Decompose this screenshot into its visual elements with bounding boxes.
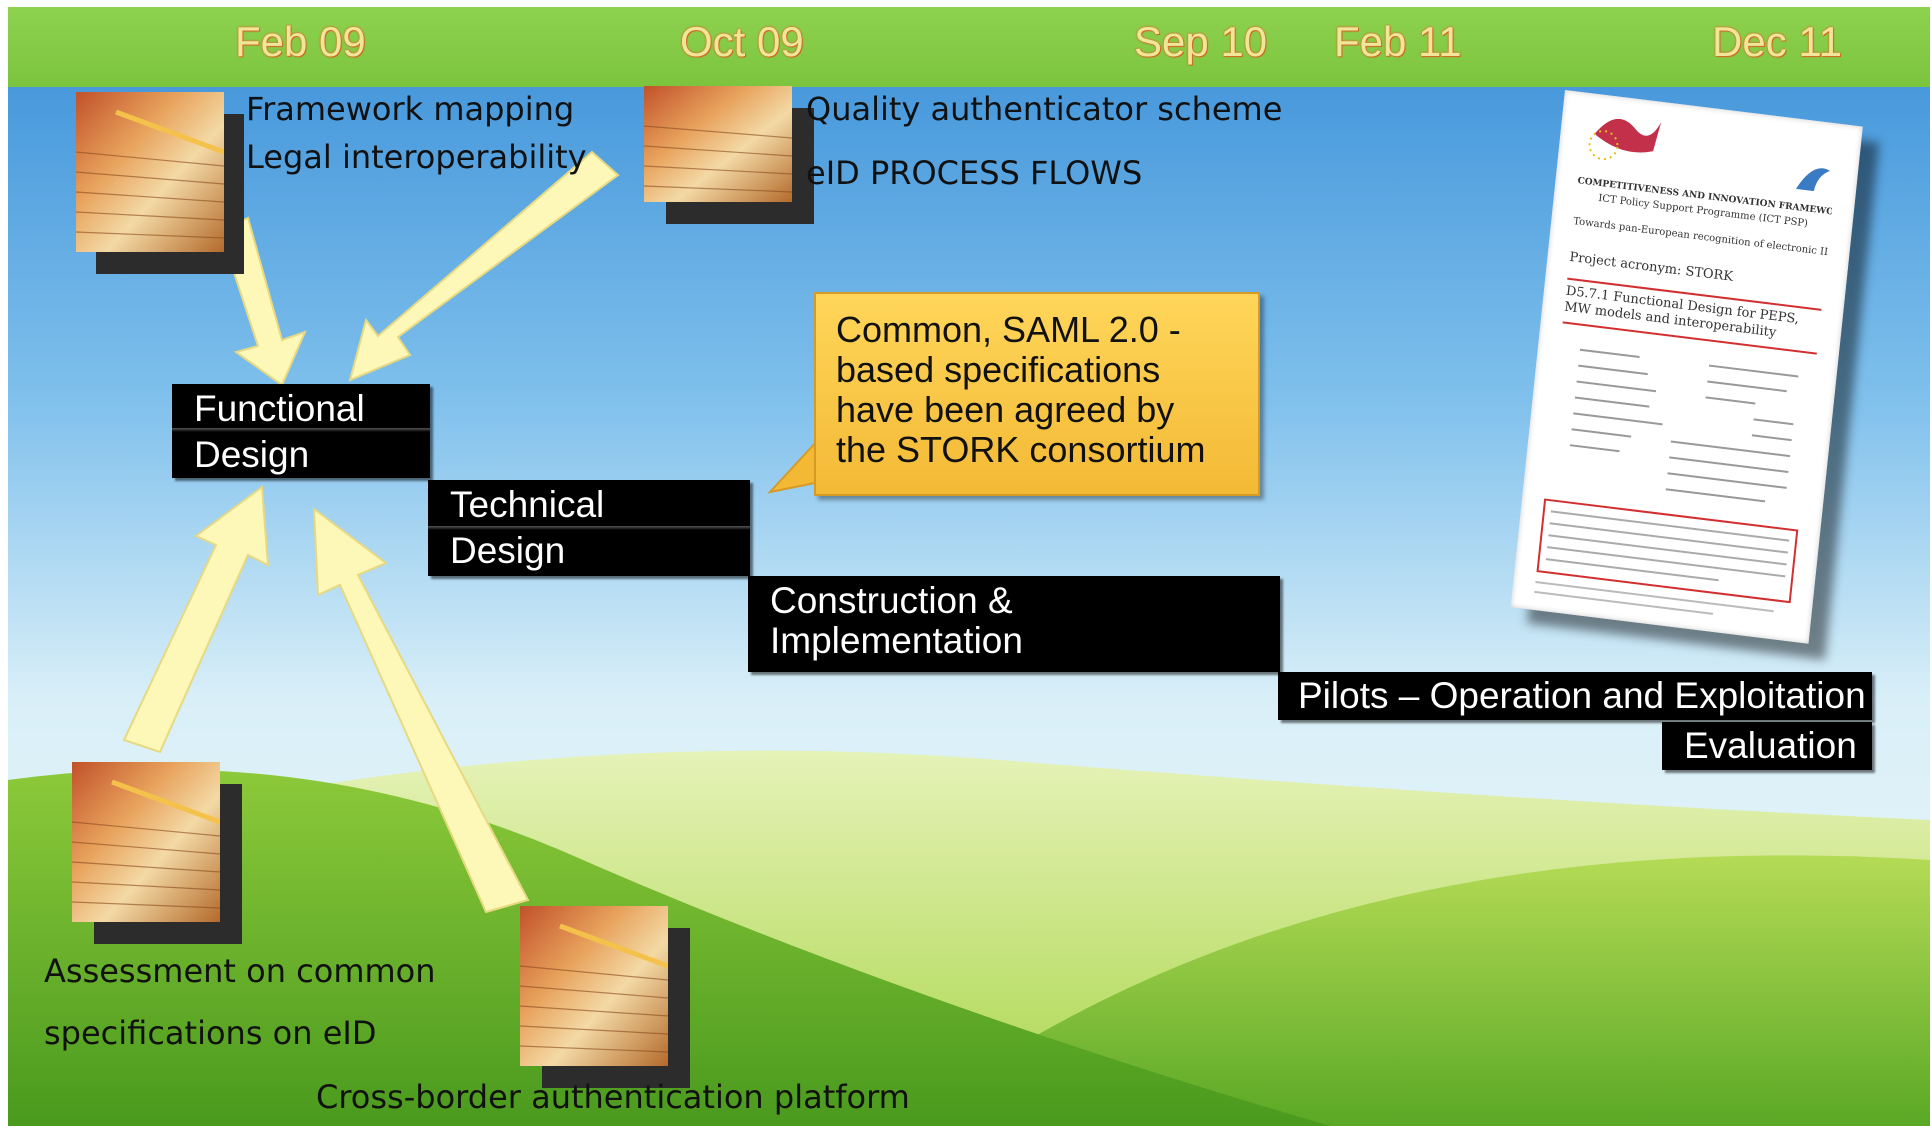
paper-stack-icon [72,762,242,944]
stage-divider [172,428,430,432]
report-table [1569,348,1799,503]
stage-evaluation: Evaluation [1662,722,1872,770]
stage-line: Pilots – Operation and Exploitation [1298,675,1866,716]
arrow-platform-to-functional [312,506,530,914]
stage-pilots: Pilots – Operation and Exploitation [1278,672,1872,720]
stage-line: Technical [450,484,605,525]
callout-text: Common, SAML 2.0 - based specifications … [836,310,1256,470]
callout-line: have been agreed by [836,389,1175,430]
stage-technical-design: Technical Design [428,480,750,576]
timeline-date: Oct 09 [680,18,804,65]
doc-assessment-line: Assessment on common [44,952,436,990]
paper-stack-icon [520,906,690,1088]
stork-logo-icon [1795,168,1830,192]
doc-assessment-line: specifications on eID [44,1014,377,1052]
timeline-date: Sep 10 [1134,18,1268,65]
stage-construction-implementation: Construction & Implementation [748,576,1280,672]
arrows [122,150,620,914]
doc-quality-line: eID PROCESS FLOWS [806,154,1143,192]
stage-divider [428,526,750,530]
timeline-date: Dec 11 [1712,18,1842,65]
report-cover: COMPETITIVENESS AND INNOVATION FRAMEWORK… [1510,90,1863,644]
stage-line: Construction & [770,580,1013,621]
report-footer [1534,580,1774,615]
stage-functional-design: Functional Design [172,384,430,478]
arrow-quality-to-functional [348,150,620,382]
callout-line: based specifications [836,349,1161,390]
callout-line: Common, SAML 2.0 - [836,309,1181,350]
doc-platform-line: Cross-border authentication platform [316,1078,910,1116]
stage-line: Evaluation [1684,725,1857,766]
stage-line: Design [194,434,310,475]
paper-stack-icon [76,92,244,274]
report-abstract-box [1536,498,1799,604]
timeline-bar [8,7,1930,87]
callout-box [814,292,1260,496]
arrow-assessment-to-functional [122,485,270,754]
eu-logo-icon [1588,118,1662,161]
doc-quality-line: Quality authenticator scheme [806,90,1283,128]
timeline-date: Feb 11 [1334,18,1462,65]
paper-stack-icon [644,86,814,224]
stage-line: Functional [194,388,365,429]
stage-line: Design [450,530,566,571]
doc-framework-line: Legal interoperability [246,138,587,176]
doc-framework-line: Framework mapping [246,90,575,128]
callout-line: the STORK consortium [836,429,1206,470]
stage-line: Implementation [770,620,1023,661]
timeline-date: Feb 09 [235,18,366,65]
